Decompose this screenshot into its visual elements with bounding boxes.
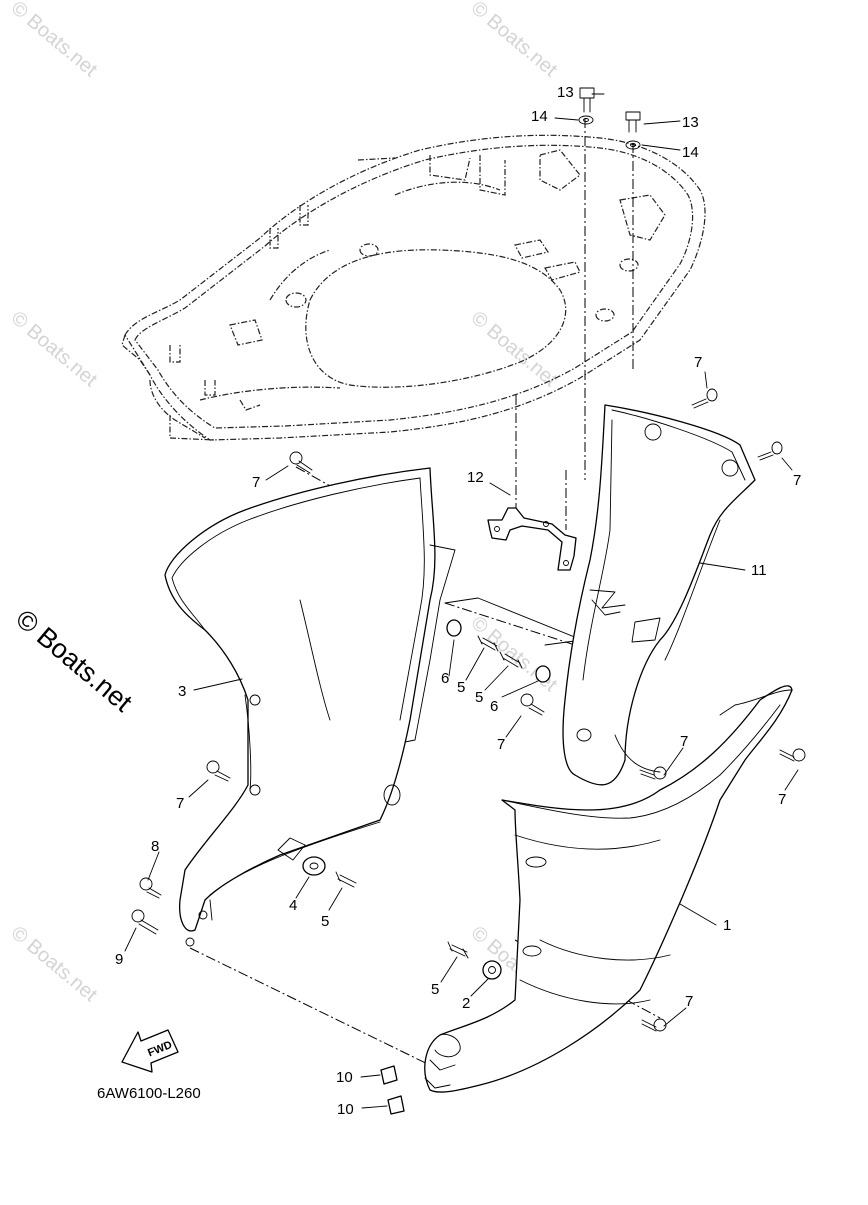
top-cowling-ghost [121, 134, 706, 441]
part-3-side-cover [164, 467, 456, 947]
watermark: © Boats.net [7, 307, 102, 391]
leader-lines [124, 93, 799, 1109]
callout-4: 4 [289, 897, 297, 914]
callout-7: 7 [685, 993, 693, 1010]
callout-3: 3 [178, 683, 186, 700]
callout-8: 8 [151, 838, 159, 855]
part-1-apron [424, 685, 793, 1093]
callout-14: 14 [682, 144, 699, 161]
callout-13: 13 [682, 114, 699, 131]
watermark: © Boats.net [7, 0, 102, 81]
watermark: © Boats.net [7, 922, 102, 1006]
callout-11: 11 [751, 562, 767, 579]
callout-7: 7 [176, 795, 184, 812]
callout-7: 7 [694, 354, 702, 371]
part-11-side-cover [562, 404, 756, 786]
callout-12: 12 [467, 469, 484, 486]
callout-7: 7 [497, 736, 505, 753]
callout-7: 7 [252, 474, 260, 491]
callout-10: 10 [337, 1101, 354, 1118]
callout-2: 2 [462, 995, 470, 1012]
fwd-arrow: FWD [121, 1029, 179, 1073]
watermark: © Boats.net [467, 307, 562, 391]
callout-10: 10 [336, 1069, 353, 1086]
callout-5: 5 [431, 981, 439, 998]
callout-5: 5 [475, 689, 483, 706]
callouts: 13 14 13 14 7 7 7 12 11 3 6 5 5 6 7 7 7 … [115, 84, 801, 1118]
watermark-side: © Boats.net [10, 604, 138, 718]
watermark: © Boats.net [467, 0, 562, 81]
callout-7: 7 [793, 472, 801, 489]
part-grommets [302, 619, 551, 980]
callout-7: 7 [680, 733, 688, 750]
part-code: 6AW6100-L260 [97, 1085, 201, 1102]
part-12-bracket [487, 507, 577, 571]
callout-5: 5 [321, 913, 329, 930]
callout-9: 9 [115, 951, 123, 968]
callout-14: 14 [531, 108, 548, 125]
callout-5: 5 [457, 679, 465, 696]
callout-7: 7 [778, 791, 786, 808]
callout-6: 6 [441, 670, 449, 687]
callout-6: 6 [490, 698, 498, 715]
callout-13: 13 [557, 84, 574, 101]
callout-1: 1 [723, 917, 731, 934]
fasteners [131, 87, 806, 1115]
